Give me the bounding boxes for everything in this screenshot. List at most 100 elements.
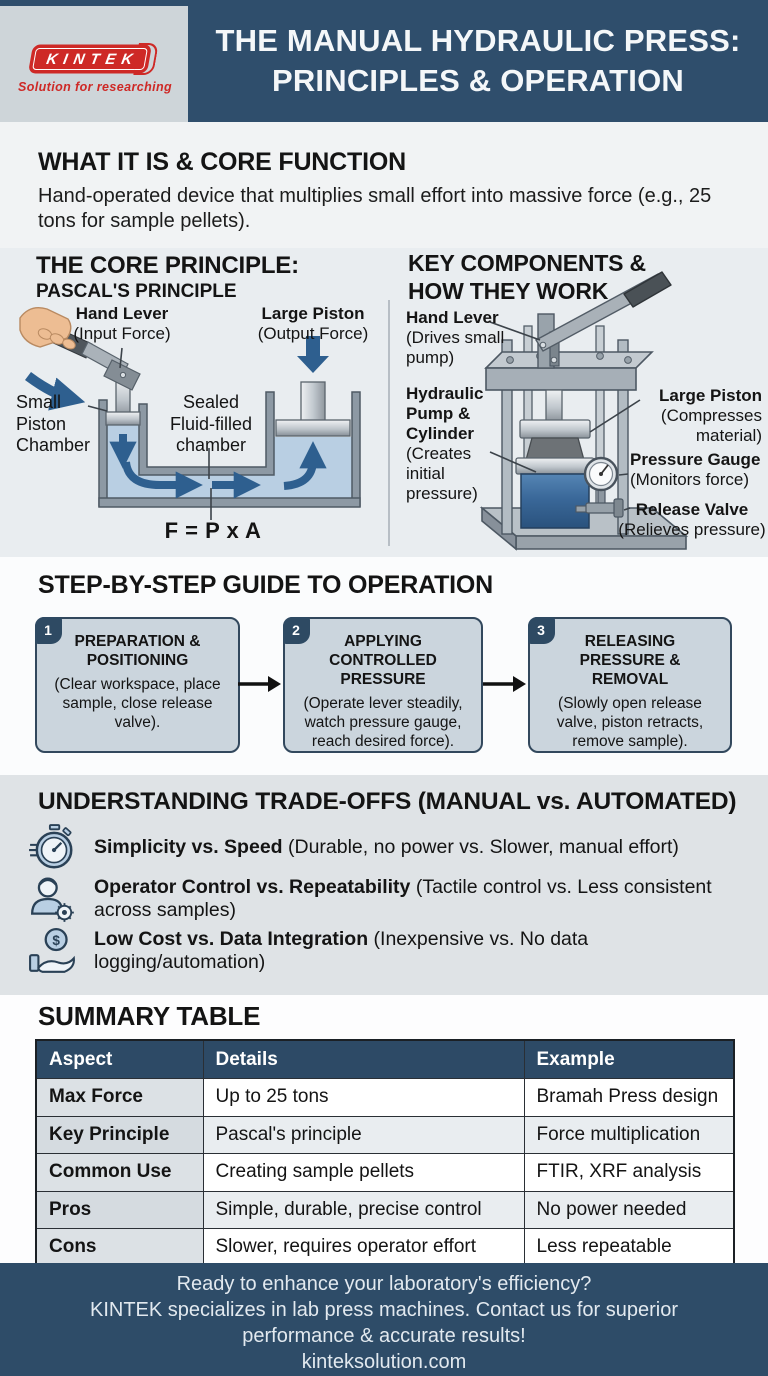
cell-pros-details: Simple, durable, precise control	[202, 1190, 525, 1229]
steps-heading: STEP-BY-STEP GUIDE TO OPERATION	[38, 571, 493, 599]
hand-coin-icon: $	[28, 926, 78, 976]
key-components-heading-line1: KEY COMPONENTS &	[408, 250, 646, 276]
core-principle-heading: THE CORE PRINCIPLE:	[36, 252, 299, 279]
operator-gear-icon	[28, 874, 78, 924]
label-pressure-gauge: Pressure Gauge (Monitors force)	[630, 450, 768, 490]
header-title-block: THE MANUAL HYDRAULIC PRESS: PRINCIPLES &…	[188, 0, 768, 122]
label-large-piston-output: Large Piston (Output Force)	[246, 304, 380, 345]
tradeoff-row-cost: $ Low Cost vs. Data Integration (Inexpen…	[28, 924, 748, 978]
key-components-heading-line2: HOW THEY WORK	[408, 277, 609, 304]
cell-max-force-details: Up to 25 tons	[202, 1078, 525, 1117]
table-row-key-principle: Key Principle Pascal's principle Force m…	[35, 1115, 735, 1154]
tradeoff-cost-text: Low Cost vs. Data Integration (Inexpensi…	[94, 928, 748, 975]
key-components-column: KEY COMPONENTS & HOW THEY WORK	[390, 248, 768, 557]
cell-common-use-details: Creating sample pellets	[202, 1153, 525, 1192]
cell-pros-example: No power needed	[523, 1190, 735, 1229]
step-box-2: 2 APPLYING CONTROLLED PRESSURE (Operate …	[282, 616, 483, 753]
cell-cons-details: Slower, requires operator effort	[202, 1228, 525, 1267]
step-arrow-1-icon	[238, 676, 281, 692]
kintek-logo-text: KINTEK	[45, 50, 140, 68]
cell-cons-example: Less repeatable	[523, 1228, 735, 1267]
label-release-valve-sub: (Relieves pressure)	[618, 520, 766, 540]
step-1-description: (Clear workspace, place sample, close re…	[54, 675, 221, 731]
cell-common-use: Common Use	[35, 1153, 204, 1192]
what-it-is-heading: WHAT IT IS & CORE FUNCTION	[38, 148, 406, 176]
tradeoff-simplicity-desc: (Durable, no power vs. Slower, manual ef…	[282, 836, 679, 859]
label-large-piston-title: Large Piston	[659, 386, 762, 405]
footer: Ready to enhance your laboratory's effic…	[0, 1263, 768, 1376]
label-pressure-gauge-title: Pressure Gauge	[630, 450, 761, 469]
press-illustration	[479, 271, 689, 551]
pascal-principle-subheading: PASCAL'S PRINCIPLE	[36, 281, 237, 302]
table-row-max-force: Max Force Up to 25 tons Bramah Press des…	[35, 1078, 735, 1117]
summary-table: Aspect Details Example Max Force Up to 2…	[35, 1039, 735, 1268]
header: KINTEK Solution for researching THE MANU…	[0, 0, 768, 122]
tradeoff-control-text: Operator Control vs. Repeatability (Tact…	[94, 876, 748, 923]
label-hand-lever-input-sub: (Input Force)	[73, 324, 171, 344]
step-3-title: RELEASING PRESSURE & REMOVAL	[579, 633, 681, 688]
tradeoff-simplicity-title: Simplicity vs. Speed	[94, 836, 283, 859]
label-pressure-gauge-sub: (Monitors force)	[630, 470, 750, 490]
step-3-number-badge: 3	[527, 616, 555, 644]
table-row-pros: Pros Simple, durable, precise control No…	[35, 1190, 735, 1229]
step-2-title: APPLYING CONTROLLED PRESSURE	[329, 633, 437, 688]
step-2-description: (Operate lever steadily, watch pressure …	[303, 694, 463, 750]
tradeoff-simplicity-text: Simplicity vs. Speed (Durable, no power …	[94, 836, 679, 859]
tradeoff-row-control: Operator Control vs. Repeatability (Tact…	[28, 872, 748, 926]
step-box-1: 1 PREPARATION & POSITIONING (Clear works…	[34, 616, 240, 753]
step-box-3: 3 RELEASING PRESSURE & REMOVAL (Slowly o…	[527, 616, 732, 753]
what-it-is-section: WHAT IT IS & CORE FUNCTION Hand-operated…	[0, 122, 768, 248]
label-small-piston-chamber: Small Piston Chamber	[16, 392, 91, 456]
what-it-is-body: Hand-operated device that multiplies sma…	[38, 185, 712, 232]
steps-section: STEP-BY-STEP GUIDE TO OPERATION 1 PREPAR…	[0, 557, 768, 775]
footer-cta-line1: Ready to enhance your laboratory's effic…	[176, 1273, 592, 1295]
pascal-principle-column: THE CORE PRINCIPLE: PASCAL'S PRINCIPLE	[0, 248, 390, 557]
summary-section: SUMMARY TABLE Aspect Details Example Max…	[0, 995, 768, 1268]
label-large-piston-output-sub: (Output Force)	[257, 324, 369, 344]
label-sealed-chamber: Sealed Fluid-filled chamber	[169, 392, 253, 456]
label-hand-lever-input-title: Hand Lever	[75, 304, 169, 323]
label-hydraulic-pump-sub: (Creates initial pressure)	[406, 444, 478, 504]
cell-cons: Cons	[35, 1228, 204, 1267]
step-1-title: PREPARATION & POSITIONING	[74, 633, 201, 669]
label-hydraulic-pump: Hydraulic Pump & Cylinder (Creates initi…	[406, 384, 508, 504]
diagram-section: THE CORE PRINCIPLE: PASCAL'S PRINCIPLE	[0, 248, 768, 557]
tradeoff-cost-desc: (Inexpensive vs. No data logging/automat…	[94, 927, 589, 973]
cell-key-principle-example: Force multiplication	[523, 1115, 735, 1154]
footer-website-link[interactable]: kinteksolution.com	[301, 1351, 467, 1373]
cell-max-force: Max Force	[35, 1078, 204, 1117]
logo-panel: KINTEK Solution for researching	[0, 6, 188, 122]
footer-cta-line3: performance & accurate results!	[242, 1325, 526, 1347]
column-divider	[388, 300, 390, 546]
tradeoff-cost-title: Low Cost vs. Data Integration	[94, 927, 369, 950]
footer-cta-line2: KINTEK specializes in lab press machines…	[89, 1299, 679, 1321]
page-title-line2: PRINCIPLES & OPERATION	[271, 63, 685, 98]
label-hydraulic-pump-title: Hydraulic Pump & Cylinder	[406, 384, 484, 444]
cell-max-force-example: Bramah Press design	[523, 1078, 735, 1117]
step-3-description: (Slowly open release valve, piston retra…	[556, 694, 704, 750]
summary-table-header-row: Aspect Details Example	[35, 1039, 735, 1079]
pascal-formula: F = P x A	[164, 518, 262, 543]
step-2-number-badge: 2	[282, 616, 310, 644]
summary-col-details: Details	[202, 1039, 525, 1079]
cell-key-principle: Key Principle	[35, 1115, 204, 1154]
kintek-logo: KINTEK	[29, 46, 151, 72]
svg-text:$: $	[52, 933, 60, 948]
table-row-cons: Cons Slower, requires operator effort Le…	[35, 1228, 735, 1267]
label-hand-lever-input: Hand Lever (Input Force)	[58, 304, 186, 345]
tradeoff-row-simplicity: Simplicity vs. Speed (Durable, no power …	[28, 821, 748, 875]
key-components-heading: KEY COMPONENTS & HOW THEY WORK	[408, 250, 646, 305]
label-release-valve-title: Release Valve	[635, 500, 749, 519]
tradeoffs-heading: UNDERSTANDING TRADE-OFFS (MANUAL vs. AUT…	[38, 788, 737, 815]
tradeoff-control-desc: (Tactile control vs. Less consistent acr…	[94, 875, 712, 921]
label-large-piston: Large Piston (Compresses material)	[640, 386, 762, 446]
pascal-diagram-illustration	[19, 306, 361, 520]
label-hand-lever-drives-sub: (Drives small pump)	[406, 328, 505, 368]
summary-heading: SUMMARY TABLE	[38, 1001, 261, 1031]
label-large-piston-sub: (Compresses material)	[660, 406, 762, 446]
step-1-number-badge: 1	[34, 616, 62, 644]
cell-pros: Pros	[35, 1190, 204, 1229]
stopwatch-icon	[28, 823, 78, 873]
step-arrow-2-icon	[483, 676, 526, 692]
cell-key-principle-details: Pascal's principle	[202, 1115, 525, 1154]
